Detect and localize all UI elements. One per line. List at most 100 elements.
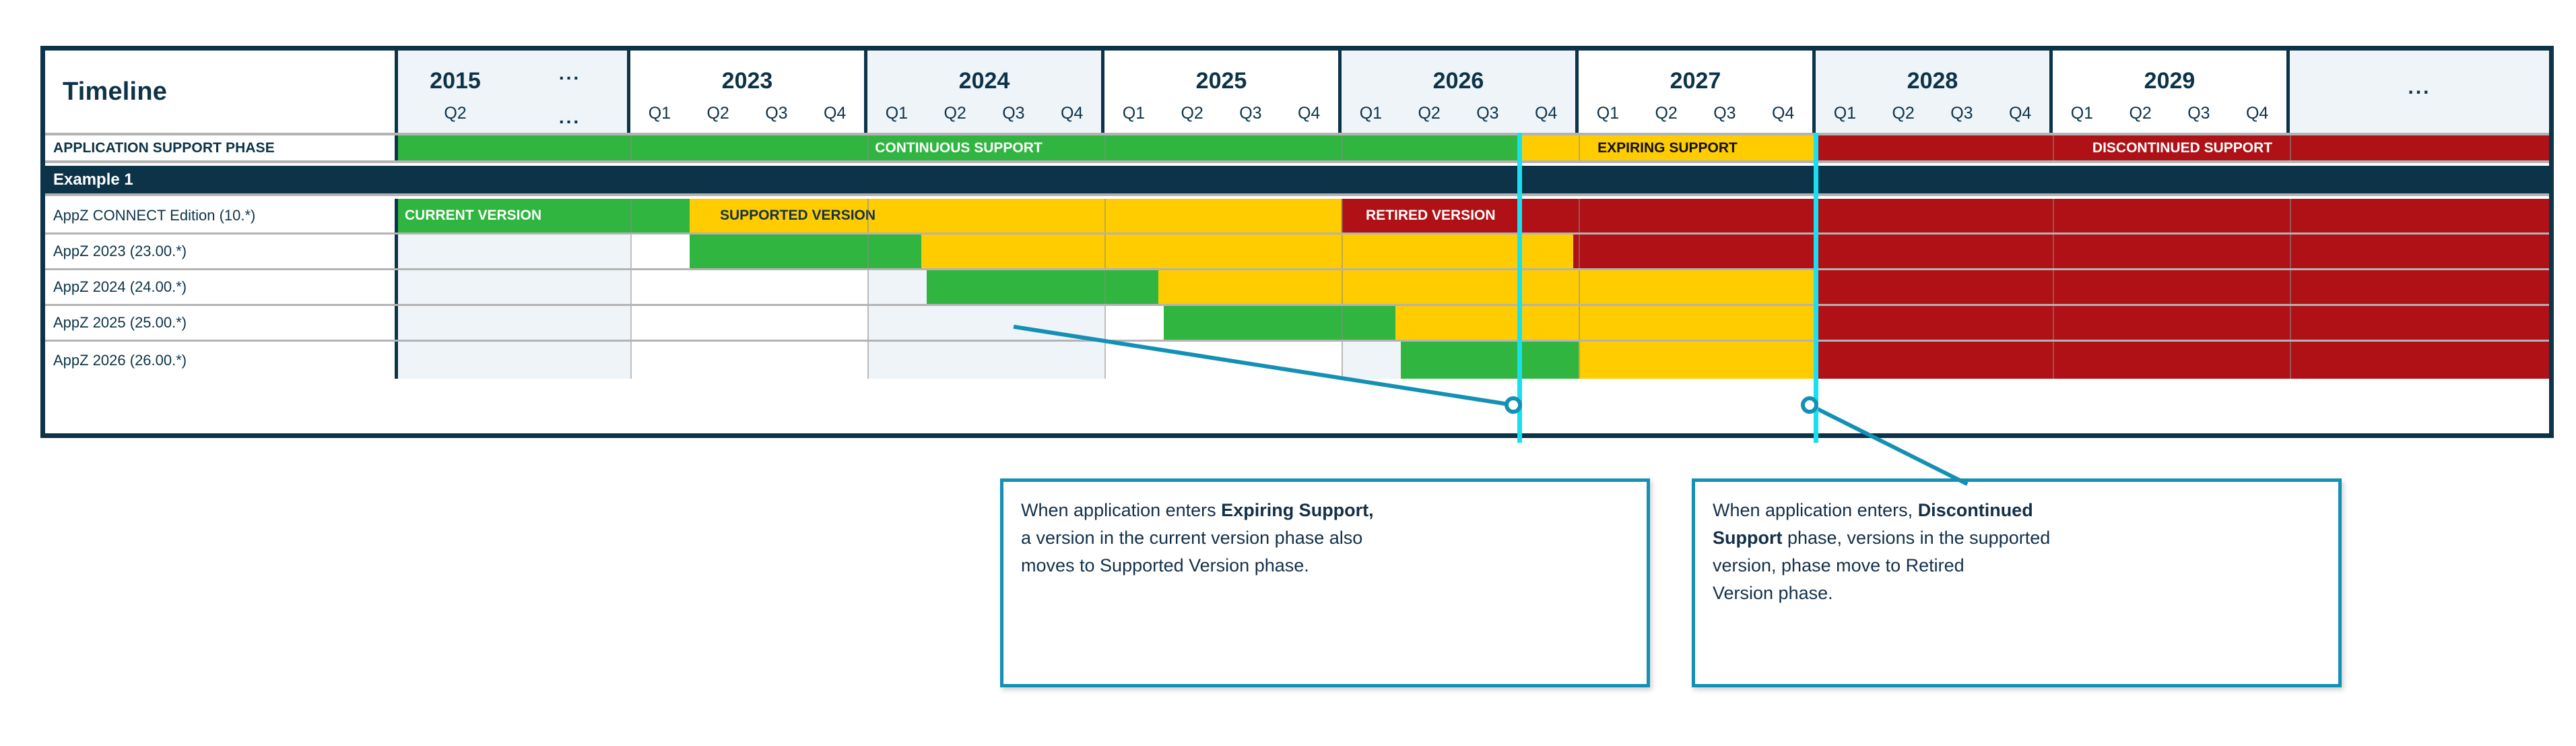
callout-text: phase, versions in the supported [1782, 528, 2051, 549]
quarter-2029-q2: Q2 [2129, 104, 2152, 123]
marker-line-expiring-support [1517, 133, 1522, 443]
quarter-2027-q3: Q3 [1713, 104, 1736, 123]
year-label: 2028 [1907, 68, 1958, 94]
callout-line-2: Support phase, versions in the supported [1713, 524, 2321, 552]
bar-retired-version[interactable] [1816, 342, 2549, 379]
quarter-row-2029: Q1 Q2 Q3 Q4 [2053, 104, 2286, 123]
quarter-row-2025: Q1 Q2 Q3 Q4 [1104, 104, 1338, 123]
quarter-2028-q1: Q1 [1833, 104, 1857, 123]
bar-retired-version[interactable] [1816, 306, 2549, 340]
bar-supported-version[interactable] [1158, 270, 1816, 304]
year-column-2025: 2025 Q1 Q2 Q3 Q4 [1104, 51, 1342, 133]
bar-retired-version[interactable] [1573, 235, 2549, 268]
year-column-2015: 2015 Q2 ... ... [398, 51, 630, 133]
bar-current-version[interactable] [690, 235, 921, 268]
quarter-2029-q1: Q1 [2070, 104, 2094, 123]
quarter-2023-q4: Q4 [823, 104, 847, 123]
bar-empty [398, 270, 630, 304]
callout-line-3: moves to Supported Version phase. [1021, 555, 1309, 576]
callout-emphasis: Expiring Support, [1221, 500, 1374, 520]
year-label: 2023 [721, 68, 773, 94]
callout-text: When application enters, [1713, 500, 1918, 520]
year-column-2027: 2027 Q1 Q2 Q3 Q4 [1579, 51, 1816, 133]
callout-line-3: version, phase move to Retired [1713, 555, 1964, 576]
quarter-2026-q4: Q4 [1534, 104, 1558, 123]
callout-line-2: a version in the current version phase a… [1021, 528, 1363, 549]
table-row: AppZ 2026 (26.00.*) [45, 342, 2549, 379]
quarter-2025-q4: Q4 [1297, 104, 1321, 123]
page-title: Timeline [63, 77, 168, 106]
quarter-2026-q2: Q2 [1418, 104, 1441, 123]
callout-emphasis: Discontinued [1917, 500, 2033, 520]
row-label-appz-2025: AppZ 2025 (25.00.*) [45, 306, 398, 340]
marker-line-discontinued-support [1814, 133, 1818, 443]
quarter-row-2023: Q1 Q2 Q3 Q4 [630, 104, 864, 123]
marker-dot-expiring-support[interactable] [1505, 396, 1522, 414]
quarter-2027-q2: Q2 [1655, 104, 1678, 123]
bar-label: CURRENT VERSION [405, 208, 542, 223]
row-track-appz-2026 [398, 342, 2549, 379]
bar-continuous-support[interactable]: CONTINUOUS SUPPORT [398, 135, 1519, 160]
quarter-2026-q1: Q1 [1359, 104, 1383, 123]
bar-supported-version[interactable]: SUPPORTED VERSION [690, 199, 1342, 232]
bar-empty [630, 235, 690, 268]
year-column-2029: 2029 Q1 Q2 Q3 Q4 [2053, 51, 2290, 133]
phase-row-track: CONTINUOUS SUPPORT EXPIRING SUPPORT DISC… [398, 135, 2549, 160]
bar-empty [867, 270, 927, 304]
bar-empty [867, 342, 1104, 379]
bar-current-version[interactable]: CURRENT VERSION [398, 199, 690, 232]
bar-retired-version[interactable]: RETIRED VERSION [1342, 199, 2549, 232]
bar-empty [398, 306, 630, 340]
bar-label: CONTINUOUS SUPPORT [875, 139, 1043, 156]
section-header-example-1: Example 1 [45, 166, 2549, 196]
quarter-2023-q2: Q2 [706, 104, 729, 123]
callout-emphasis: Support [1713, 528, 1783, 549]
bar-label: EXPIRING SUPPORT [1597, 139, 1738, 156]
quarter-2024-q3: Q3 [1002, 104, 1025, 123]
bar-supported-version[interactable] [921, 235, 1573, 268]
row-track-appz-2024 [398, 270, 2549, 304]
quarter-2027-q1: Q1 [1596, 104, 1620, 123]
bar-current-version[interactable] [1164, 306, 1395, 340]
ellipsis-icon: ... [558, 63, 581, 84]
bar-discontinued-support[interactable]: DISCONTINUED SUPPORT [1816, 135, 2549, 160]
row-track-appz-connect: CURRENT VERSION SUPPORTED VERSION RETIRE… [398, 199, 2549, 232]
bar-empty [398, 342, 630, 379]
quarter-2024-q4: Q4 [1060, 104, 1084, 123]
callout-line-1: When application enters Expiring Support… [1021, 497, 1629, 524]
bar-current-version[interactable] [1401, 342, 1579, 379]
ellipsis-icon: ... [558, 106, 581, 128]
year-column-2023: 2023 Q1 Q2 Q3 Q4 [630, 51, 867, 133]
table-row: AppZ 2025 (25.00.*) [45, 306, 2549, 342]
quarter-2026-q3: Q3 [1476, 104, 1499, 123]
discontinued-support-callout: When application enters, Discontinued Su… [1692, 478, 2342, 687]
bar-empty [398, 235, 630, 268]
year-column-2026: 2026 Q1 Q2 Q3 Q4 [1342, 51, 1579, 133]
bar-current-version[interactable] [927, 270, 1158, 304]
year-label: 2029 [2144, 68, 2195, 94]
year-2015-left: 2015 Q2 [398, 51, 513, 133]
quarter-row-2024: Q1 Q2 Q3 Q4 [867, 104, 1101, 123]
table-row: AppZ 2023 (23.00.*) [45, 235, 2549, 270]
bar-supported-version[interactable] [1395, 306, 1816, 340]
quarter-row-2028: Q1 Q2 Q3 Q4 [1816, 104, 2049, 123]
row-track-appz-2025 [398, 306, 2549, 340]
quarter-2025-q1: Q1 [1122, 104, 1146, 123]
quarter-2024-q2: Q2 [944, 104, 966, 123]
row-label-appz-2026: AppZ 2026 (26.00.*) [45, 342, 398, 379]
quarter-2024-q1: Q1 [885, 104, 909, 123]
bar-expiring-support[interactable]: EXPIRING SUPPORT [1519, 135, 1816, 160]
row-label-appz-2024: AppZ 2024 (24.00.*) [45, 270, 398, 304]
quarter-2025-q3: Q3 [1239, 104, 1262, 123]
table-row: AppZ 2024 (24.00.*) [45, 270, 2549, 306]
bar-empty [630, 342, 867, 379]
year-label: 2025 [1195, 68, 1247, 94]
timeline-header-row: Timeline 2015 Q2 ... ... 2023 Q1 Q2 Q3 Q… [45, 51, 2549, 133]
bar-retired-version[interactable] [1816, 270, 2549, 304]
bar-supported-version[interactable] [1579, 342, 1816, 379]
timeline-title-cell: Timeline [45, 51, 398, 133]
marker-dot-discontinued-support[interactable] [1801, 396, 1818, 414]
year-label: 2026 [1432, 68, 1484, 94]
quarter-row-2026: Q1 Q2 Q3 Q4 [1342, 104, 1575, 123]
quarter-2028-q2: Q2 [1892, 104, 1915, 123]
